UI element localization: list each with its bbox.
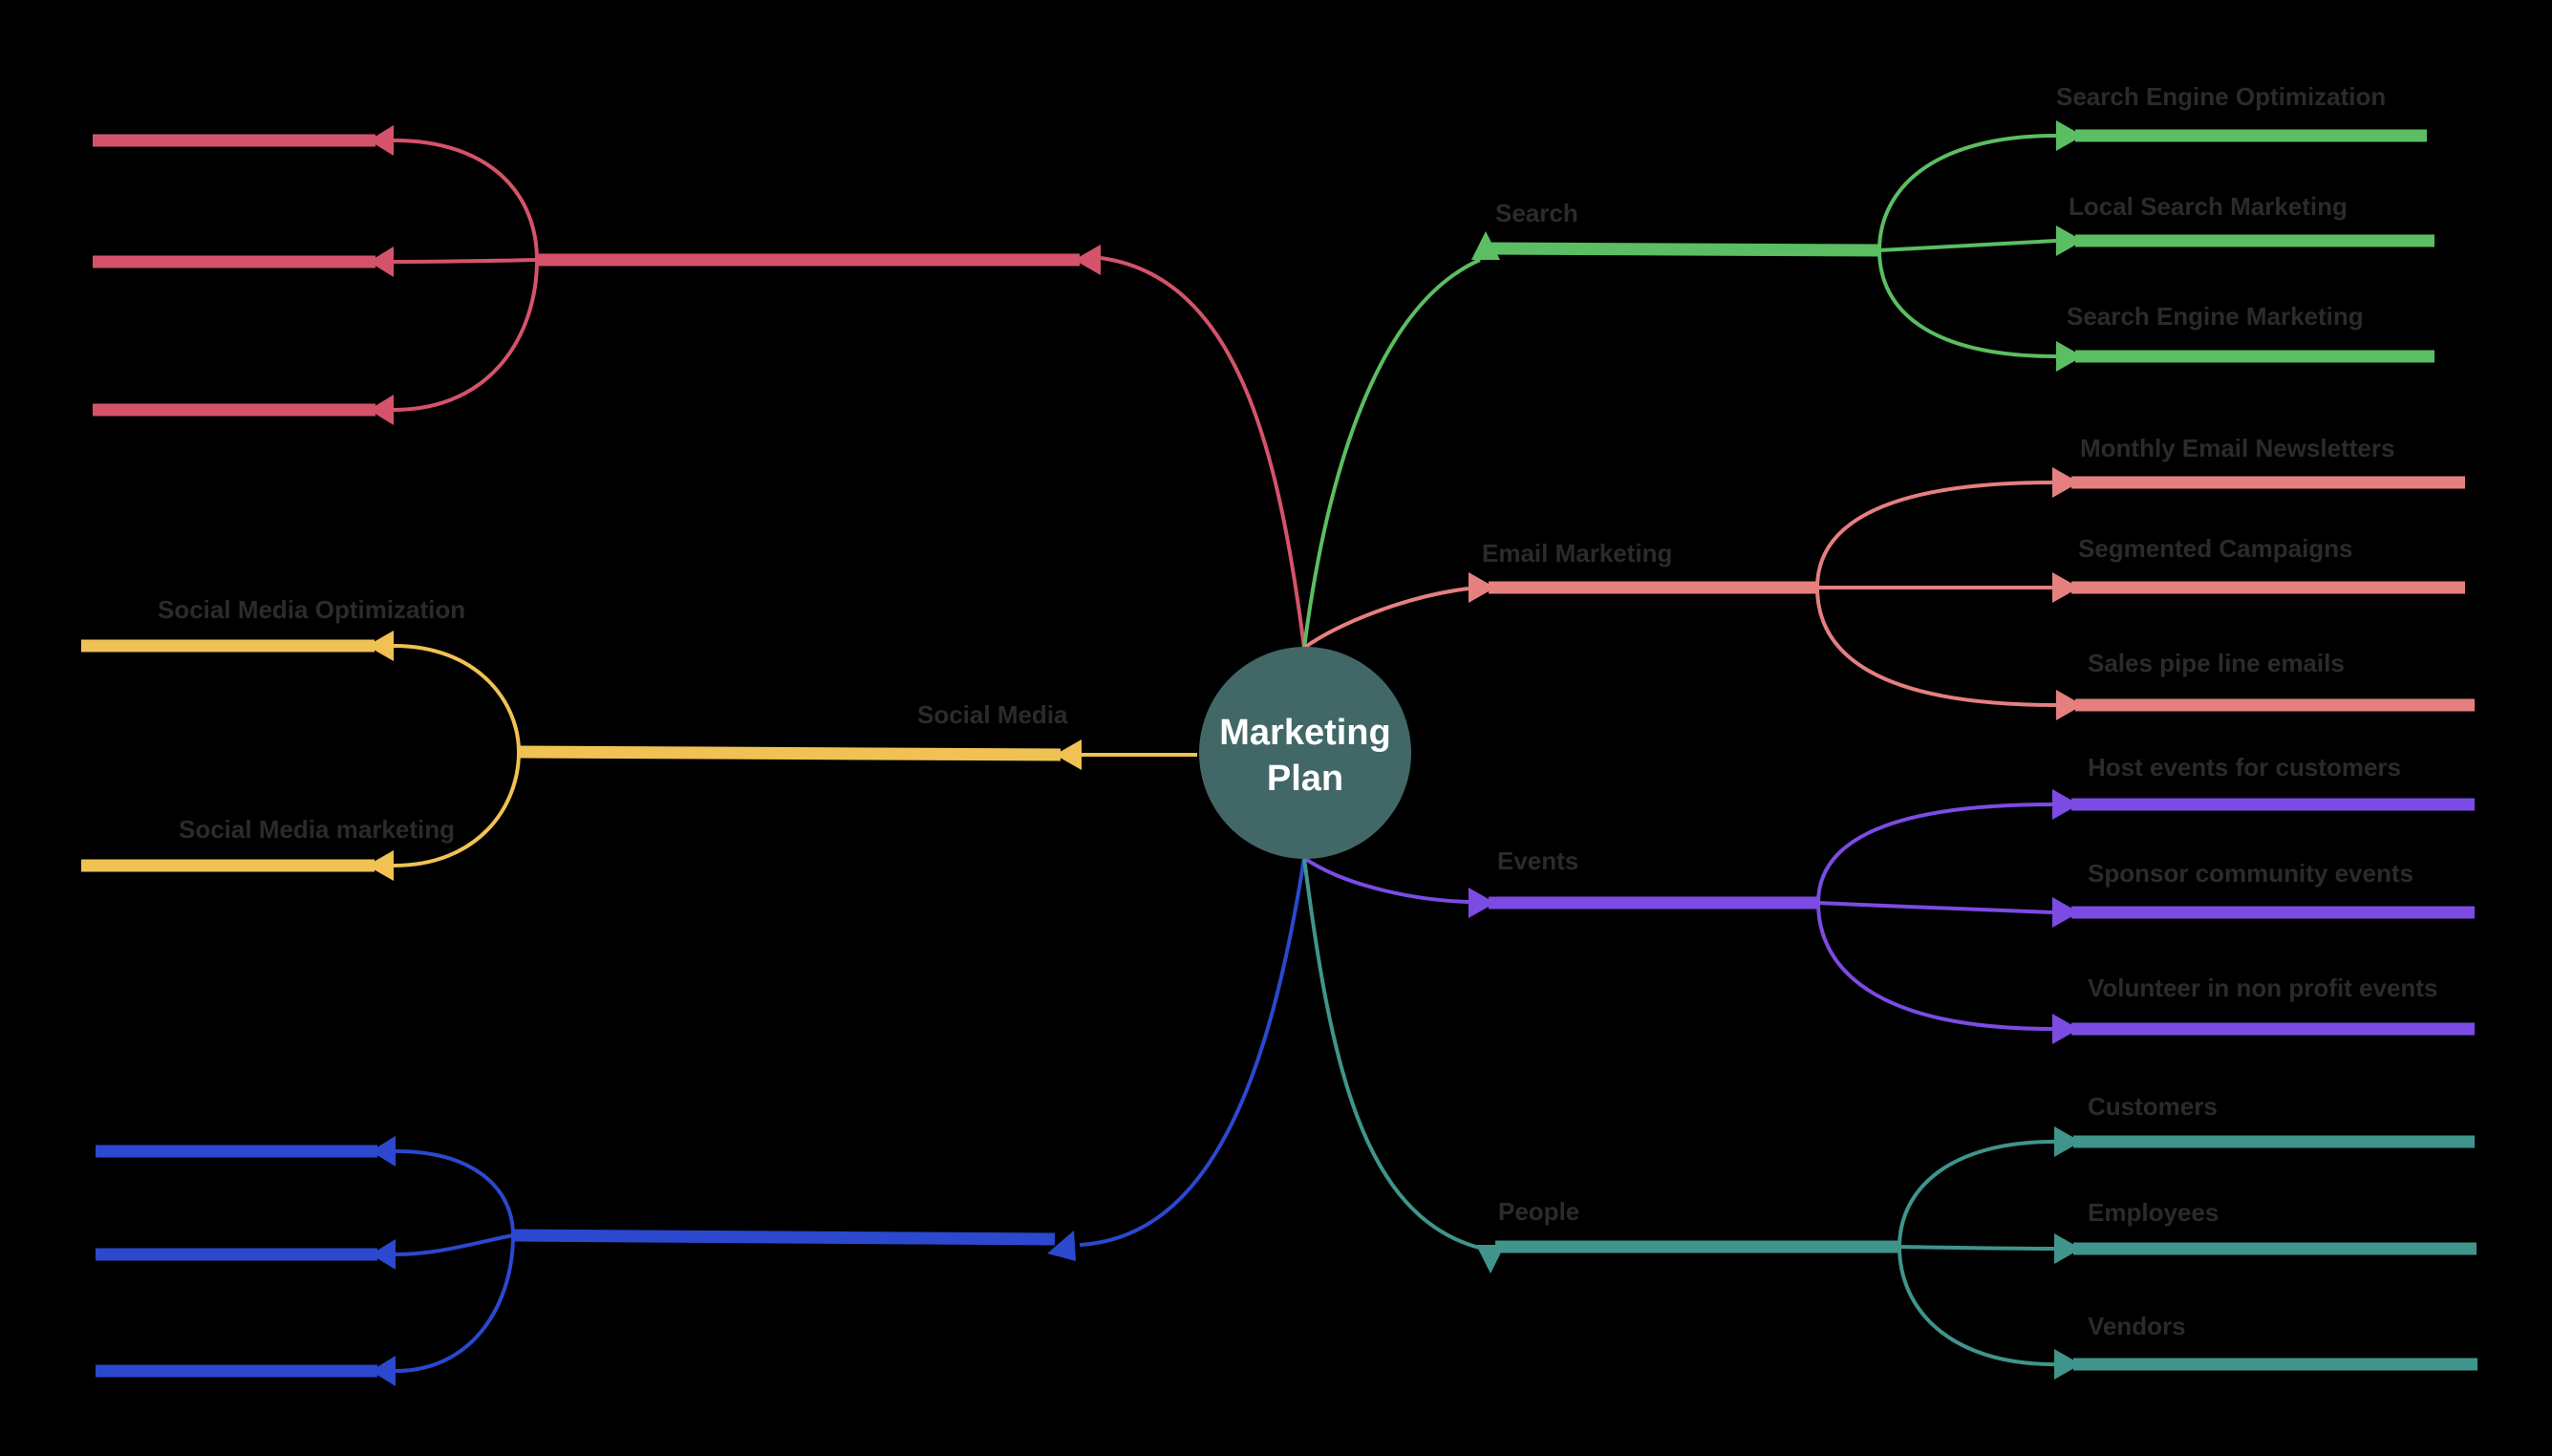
blue-child-arrowhead-icon bbox=[371, 1239, 396, 1270]
search-main-edge bbox=[1302, 258, 1481, 649]
email-child-arrowhead-icon bbox=[2052, 467, 2079, 498]
center-node: Marketing Plan bbox=[1199, 647, 1411, 859]
social-fork-edge-2 bbox=[393, 751, 521, 867]
email-fork-edge-1 bbox=[1815, 481, 2053, 589]
crimson-main-edge bbox=[1100, 256, 1306, 649]
social-child-arrowhead-icon bbox=[367, 631, 394, 661]
branch-label-search: Search bbox=[1495, 199, 1578, 227]
search-fork-edge-1 bbox=[1877, 134, 2057, 251]
child-label: Segmented Campaigns bbox=[2078, 534, 2353, 563]
child-label: Sponsor community events bbox=[2088, 859, 2413, 888]
child-label: Social Media marketing bbox=[179, 815, 455, 844]
child-label: Customers bbox=[2088, 1092, 2218, 1121]
child-label: Social Media Optimization bbox=[158, 595, 465, 624]
blue-child-arrowhead-icon bbox=[371, 1356, 396, 1386]
people-fork-edge-1 bbox=[1898, 1140, 2055, 1248]
branch-label-people: People bbox=[1498, 1197, 1579, 1226]
email-child-arrowhead-icon bbox=[2056, 690, 2083, 720]
branch-label-email-marketing: Email Marketing bbox=[1482, 539, 1672, 567]
blue-main-arrowhead-icon bbox=[1047, 1231, 1076, 1261]
child-label: Monthly Email Newsletters bbox=[2080, 434, 2394, 462]
branch-blue bbox=[96, 857, 1306, 1386]
child-label: Vendors bbox=[2088, 1312, 2186, 1340]
branch-search bbox=[1302, 120, 2434, 649]
crimson-fork-edge-1 bbox=[393, 139, 539, 261]
email-main-edge bbox=[1302, 587, 1469, 650]
crimson-fork-edge-3 bbox=[393, 259, 539, 412]
child-label: Search Engine Marketing bbox=[2067, 302, 2364, 331]
blue-main-line bbox=[512, 1229, 1056, 1246]
social-main-line bbox=[518, 745, 1062, 761]
child-label: Employees bbox=[2088, 1198, 2219, 1227]
branch-label-social-media: Social Media bbox=[917, 700, 1068, 729]
people-fork-edge-3 bbox=[1898, 1246, 2055, 1366]
blue-fork-edge-2 bbox=[395, 1233, 514, 1256]
events-main-arrowhead-icon bbox=[1469, 888, 1495, 918]
people-child-arrowhead-icon bbox=[2054, 1126, 2081, 1157]
center-node-title-line2: Plan bbox=[1267, 759, 1343, 799]
center-node-circle bbox=[1199, 647, 1411, 859]
search-main-line bbox=[1483, 242, 1880, 257]
crimson-fork-edge-2 bbox=[393, 258, 538, 264]
email-child-arrowhead-icon bbox=[2052, 572, 2079, 603]
people-child-arrowhead-icon bbox=[2054, 1233, 2081, 1264]
search-child-arrowhead-icon bbox=[2056, 120, 2083, 151]
search-fork-edge-2 bbox=[1878, 239, 2057, 252]
events-child-arrowhead-icon bbox=[2052, 1014, 2079, 1044]
labels: Search Search Engine Optimization Local … bbox=[158, 82, 2437, 1340]
child-label: Search Engine Optimization bbox=[2056, 82, 2386, 111]
events-child-arrowhead-icon bbox=[2052, 789, 2079, 820]
events-child-arrowhead-icon bbox=[2052, 897, 2079, 928]
crimson-main-arrowhead-icon bbox=[1074, 245, 1101, 275]
email-fork-edge-3 bbox=[1815, 587, 2057, 707]
events-fork-edge-1 bbox=[1816, 803, 2053, 904]
branch-social-media bbox=[81, 631, 1197, 881]
events-fork-edge-3 bbox=[1816, 902, 2053, 1031]
social-fork-edge-1 bbox=[393, 644, 521, 753]
social-child-arrowhead-icon bbox=[367, 850, 394, 881]
crimson-child-arrowhead-icon bbox=[369, 125, 394, 156]
child-label: Sales pipe line emails bbox=[2088, 649, 2345, 677]
blue-fork-edge-3 bbox=[395, 1234, 515, 1373]
people-main-edge bbox=[1302, 857, 1480, 1250]
child-label: Host events for customers bbox=[2088, 753, 2401, 782]
email-main-arrowhead-icon bbox=[1469, 572, 1495, 603]
branch-crimson bbox=[93, 125, 1306, 649]
search-fork-edge-3 bbox=[1877, 249, 2057, 358]
search-child-arrowhead-icon bbox=[2056, 225, 2083, 256]
search-child-arrowhead-icon bbox=[2056, 341, 2083, 372]
branch-events bbox=[1302, 789, 2475, 1044]
child-label: Volunteer in non profit events bbox=[2088, 974, 2437, 1002]
child-label: Local Search Marketing bbox=[2069, 192, 2348, 221]
branch-email-marketing bbox=[1302, 467, 2475, 720]
people-fork-edge-2 bbox=[1898, 1245, 2055, 1251]
crimson-child-arrowhead-icon bbox=[369, 246, 394, 277]
blue-fork-edge-1 bbox=[395, 1149, 515, 1236]
social-main-arrowhead-icon bbox=[1055, 739, 1082, 770]
branch-people bbox=[1302, 857, 2477, 1380]
blue-child-arrowhead-icon bbox=[371, 1136, 396, 1167]
crimson-child-arrowhead-icon bbox=[369, 395, 394, 425]
branch-label-events: Events bbox=[1497, 846, 1578, 875]
events-main-edge bbox=[1302, 856, 1469, 904]
center-node-title-line1: Marketing bbox=[1219, 713, 1390, 753]
events-fork-edge-2 bbox=[1817, 901, 2053, 914]
blue-main-edge bbox=[1079, 857, 1306, 1247]
people-child-arrowhead-icon bbox=[2054, 1349, 2081, 1380]
